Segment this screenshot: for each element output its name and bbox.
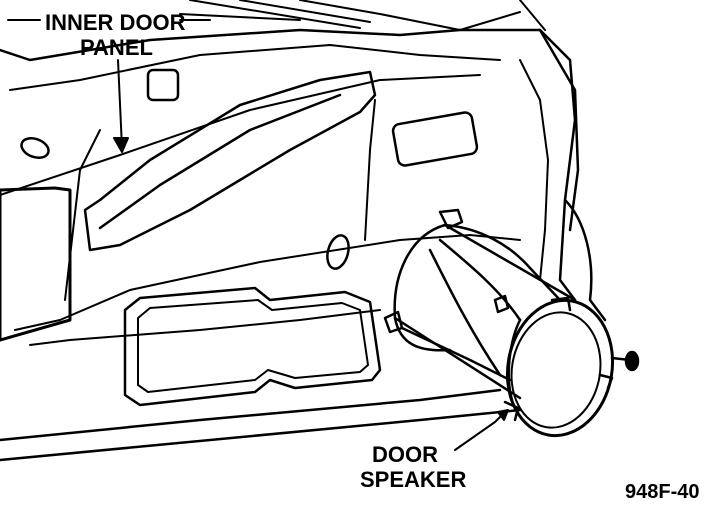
lower-access-opening <box>123 286 382 407</box>
label-inner-door-line2: PANEL <box>80 35 153 60</box>
leader-inner-door-panel <box>7 13 301 153</box>
door-edge-panel <box>0 186 72 342</box>
latch-opening <box>146 68 180 102</box>
door-panel-outline <box>0 28 580 462</box>
figure-code: 948F-40 <box>625 481 700 503</box>
panel-contours <box>0 44 549 346</box>
clip-hole-left <box>20 137 50 159</box>
leader-door-speaker <box>454 409 509 451</box>
label-door-speaker-line1: DOOR <box>372 442 438 467</box>
speaker-mount-recess <box>383 208 464 352</box>
rear-trim-line <box>563 198 607 322</box>
access-slot-upper <box>391 111 479 167</box>
label-inner-door-line1: INNER DOOR <box>45 10 186 35</box>
label-door-speaker-line2: SPEAKER <box>360 467 466 492</box>
clip-hole-center <box>326 234 350 270</box>
speaker-screw <box>610 350 640 372</box>
armrest-recess <box>83 70 377 252</box>
window-channel <box>189 0 546 31</box>
door-speaker <box>393 223 615 438</box>
